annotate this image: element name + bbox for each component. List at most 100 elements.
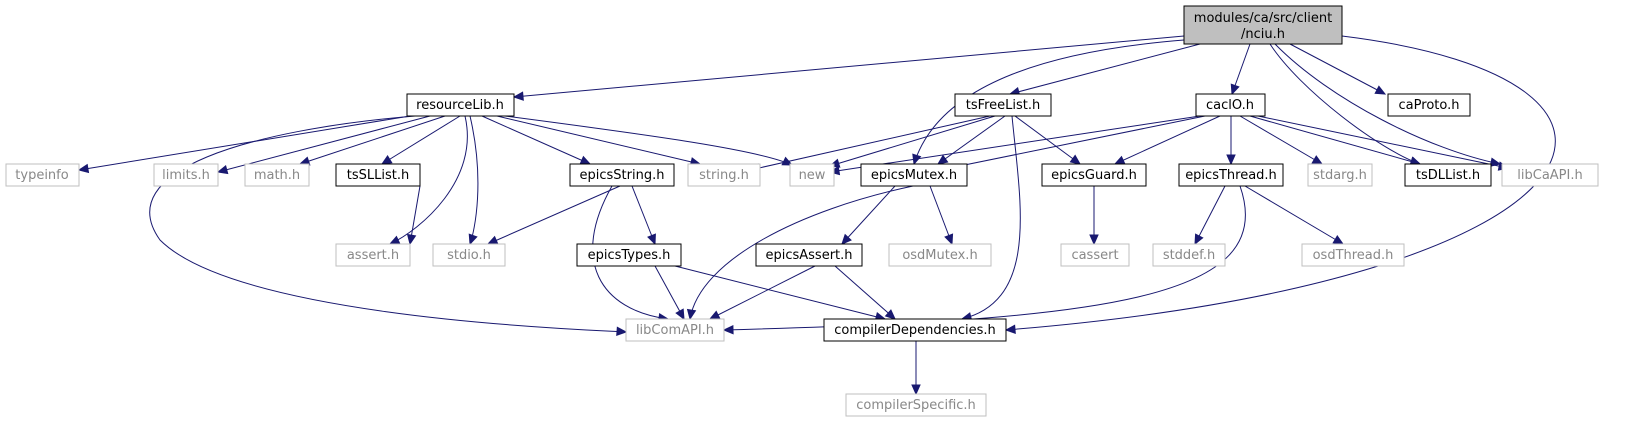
node-label: stdio.h [447,248,491,263]
edge-arrowhead [675,308,685,321]
node-root-nciu[interactable]: modules/ca/src/client /nciu.h [1183,5,1343,45]
node-libCaAPI[interactable]: libCaAPI.h [1501,163,1599,187]
edge-arrowhead [216,164,229,175]
node-label: stdarg.h [1313,168,1367,183]
edge-arrowhead [841,233,852,245]
dependency-edge [1014,115,1081,165]
edge-arrowhead [708,310,721,320]
node-epicsThread[interactable]: epicsThread.h [1178,163,1284,187]
edge-arrowhead [884,309,896,320]
edge-arrowhead [647,233,656,246]
node-limits[interactable]: limits.h [153,163,219,187]
node-label: assert.h [347,248,399,263]
node-label: resourceLib.h [416,98,504,113]
dependency-edge [1249,115,1421,165]
node-compilerDependencies[interactable]: compilerDependencies.h [823,318,1007,342]
node-label: libCaAPI.h [1517,168,1582,183]
node-label: tsDLList.h [1416,168,1480,183]
edge-arrowhead [77,163,90,174]
dependency-edge [709,265,816,320]
node-label: epicsMutex.h [871,168,957,183]
edge-arrowhead [468,233,478,246]
edge-arrowhead [1226,154,1236,166]
node-epicsGuard[interactable]: epicsGuard.h [1041,163,1147,187]
node-tsFreeList[interactable]: tsFreeList.h [954,93,1052,117]
node-stdarg[interactable]: stdarg.h [1307,163,1373,187]
edge-arrowhead [1230,83,1240,96]
node-stddef[interactable]: stddef.h [1152,243,1226,267]
edge-arrowhead [616,326,628,337]
dependency-edge [299,115,446,165]
edge-arrowhead [1374,85,1387,95]
node-caclO[interactable]: caclO.h [1195,93,1266,117]
dependency-edge [674,265,886,320]
dependency-edge [829,115,1201,173]
dependency-edge [149,115,627,333]
edge-arrowhead [1311,155,1324,165]
dependency-edge [487,185,621,245]
dependency-edge [929,185,953,245]
dependency-edge [834,265,896,320]
node-osdMutex[interactable]: osdMutex.h [888,243,992,267]
root-label-line2: /nciu.h [1241,27,1285,42]
edge-arrowhead [579,155,592,165]
node-epicsTypes[interactable]: epicsTypes.h [576,243,682,267]
node-caProto[interactable]: caProto.h [1387,93,1471,117]
node-label: cassert [1071,248,1118,263]
node-libComAPI[interactable]: libComAPI.h [625,318,725,342]
dependency-edge [1194,185,1226,245]
node-label: limits.h [162,168,210,183]
dependency-edge [78,115,411,171]
node-osdThread[interactable]: osdThread.h [1301,243,1405,267]
node-stdio[interactable]: stdio.h [432,243,506,267]
node-label: caclO.h [1206,98,1254,113]
edge-arrowhead [1089,234,1099,246]
dependency-edge [829,115,996,167]
root-label-line1: modules/ca/src/client [1194,11,1332,26]
node-epicsString[interactable]: epicsString.h [569,163,675,187]
dependency-edge [1114,115,1221,165]
edge-arrowhead [1194,233,1204,246]
node-epicsAssert[interactable]: epicsAssert.h [755,243,863,267]
dependency-edge [749,115,991,171]
edge-arrowhead [911,384,921,396]
node-label: compilerSpecific.h [856,398,976,413]
dependency-edge [1274,43,1501,165]
node-assert[interactable]: assert.h [335,243,411,267]
node-label: compilerDependencies.h [834,323,995,338]
node-cassert[interactable]: cassert [1060,243,1130,267]
node-string[interactable]: string.h [687,163,761,187]
edge-arrowhead [1332,235,1345,245]
dependency-edge [389,115,468,245]
node-label: osdThread.h [1313,248,1394,263]
node-compilerSpecific[interactable]: compilerSpecific.h [845,393,987,417]
dependency-edge [1244,185,1344,245]
node-math[interactable]: math.h [244,163,310,187]
dependency-edge [939,115,1206,171]
node-typeinfo[interactable]: typeinfo [5,163,80,187]
node-label: epicsThread.h [1185,168,1277,183]
node-tsDLList[interactable]: tsDLList.h [1404,163,1492,187]
node-label: epicsAssert.h [765,248,852,263]
dependency-edge [513,35,1185,98]
dependency-edge [937,115,1006,165]
dependency-edge [654,265,685,320]
edge-arrowhead [486,235,499,245]
node-resourceLib[interactable]: resourceLib.h [406,93,515,117]
dependency-edge [1257,115,1509,169]
graph-nodes: modules/ca/src/client /nciu.h resourceLi… [5,5,1599,417]
dependency-edge [504,115,793,166]
dependency-edge [592,185,669,320]
node-epicsMutex[interactable]: epicsMutex.h [860,163,968,187]
node-label: tsSLList.h [347,168,409,183]
edge-arrowhead [1004,324,1016,334]
node-label: caProto.h [1399,98,1460,113]
edge-arrowhead [1113,155,1126,165]
edge-arrowhead [686,308,697,321]
dependency-edge [469,115,479,245]
dependency-edge [631,185,656,245]
node-new[interactable]: new [789,163,835,187]
node-tsSLList[interactable]: tsSLList.h [335,163,421,187]
edge-arrowhead [936,154,949,165]
